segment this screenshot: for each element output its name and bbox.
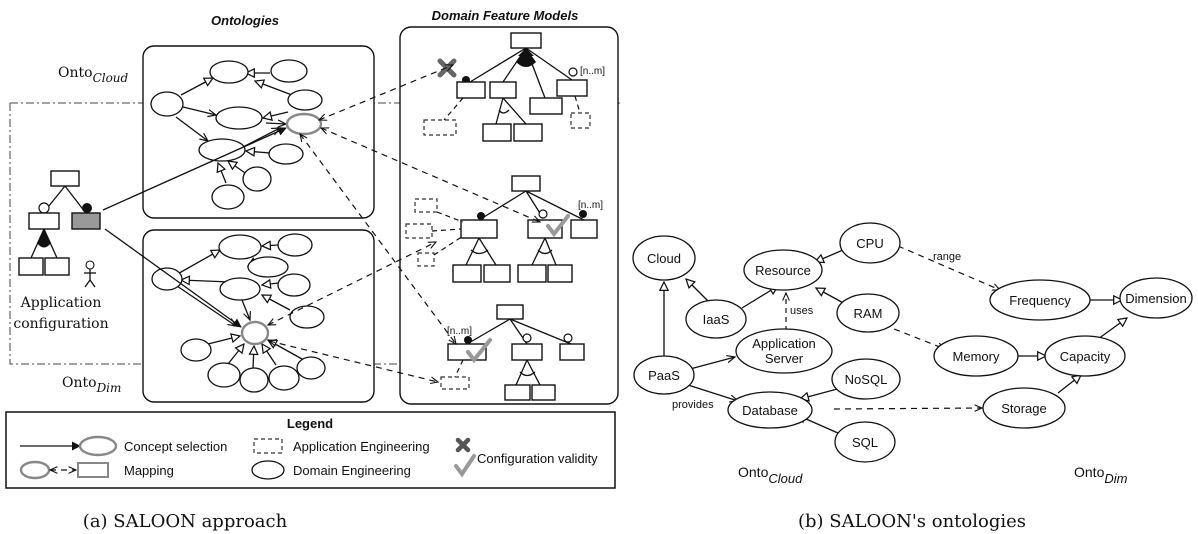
domain-feature-models-title: Domain Feature Models <box>432 8 579 23</box>
onto-cloud-label: OntoCloud <box>58 65 129 85</box>
panel-a-saloon-approach: Ontologies Domain Feature Models OntoClo… <box>5 8 620 532</box>
legend-title: Legend <box>287 416 333 431</box>
application-configuration-model: Application configuration <box>13 170 109 332</box>
svg-text:Server: Server <box>765 351 804 366</box>
legend-mapping: Mapping <box>124 463 174 478</box>
panel-b-onto-cloud-label: OntoCloud <box>738 464 803 486</box>
node-dimension: Dimension <box>1119 277 1193 319</box>
svg-text:Resource: Resource <box>755 263 811 278</box>
node-memory: Memory <box>933 335 1019 377</box>
edge-label-provides: provides <box>672 399 714 411</box>
feature-model-3: [n..m] <box>440 304 585 401</box>
caption-a: (a) SALOON approach <box>83 511 288 532</box>
user-actor-icon <box>84 260 96 288</box>
cardinality-label-2: [n..m] <box>578 200 603 211</box>
valid-check-icon-1 <box>546 214 570 238</box>
svg-text:Capacity: Capacity <box>1060 349 1111 364</box>
node-application-server: Application Server <box>735 328 833 374</box>
legend-check-icon <box>454 454 476 478</box>
cardinality-label-3: [n..m] <box>447 326 472 337</box>
cardinality-label-1: [n..m] <box>580 66 605 77</box>
svg-text:RAM: RAM <box>854 306 883 321</box>
edge-label-uses: uses <box>790 305 814 317</box>
svg-text:Application: Application <box>752 336 816 351</box>
node-cloud: Cloud <box>632 235 696 281</box>
svg-text:Storage: Storage <box>1001 401 1047 416</box>
svg-text:Memory: Memory <box>953 349 1000 364</box>
onto-cloud-box <box>142 45 375 219</box>
edge-label-range: range <box>933 251 961 263</box>
node-nosql: NoSQL <box>831 358 901 400</box>
node-paas: PaaS <box>633 355 695 395</box>
valid-check-icon-2 <box>466 338 492 364</box>
svg-text:SQL: SQL <box>852 435 878 450</box>
svg-text:IaaS: IaaS <box>703 312 730 327</box>
node-sql: SQL <box>834 421 896 463</box>
app-config-label-line1: Application <box>20 295 102 311</box>
svg-text:CPU: CPU <box>856 236 883 251</box>
node-storage: Storage <box>982 387 1066 429</box>
svg-text:Dimension: Dimension <box>1125 291 1186 306</box>
panel-b-onto-dim-label: OntoDim <box>1074 464 1128 486</box>
onto-cloud-graph <box>150 59 323 210</box>
svg-text:PaaS: PaaS <box>648 368 680 383</box>
caption-b: (b) SALOON's ontologies <box>798 511 1026 532</box>
legend-configuration-validity: Configuration validity <box>477 451 598 466</box>
node-capacity: Capacity <box>1044 335 1126 377</box>
panel-b-saloon-ontologies: Cloud Resource CPU IaaS RAM Application … <box>632 222 1193 532</box>
node-resource: Resource <box>743 249 823 291</box>
onto-dim-label: OntoDim <box>62 375 121 395</box>
node-iaas: IaaS <box>685 299 747 339</box>
svg-text:Cloud: Cloud <box>647 251 681 266</box>
svg-text:NoSQL: NoSQL <box>845 372 888 387</box>
app-config-label-line2: configuration <box>13 316 108 332</box>
legend: Legend Concept selection Mapping Applica… <box>5 411 616 489</box>
node-frequency: Frequency <box>989 279 1091 321</box>
legend-cross-icon <box>455 437 471 453</box>
legend-concept-selection: Concept selection <box>124 439 227 454</box>
node-ram: RAM <box>836 293 900 333</box>
svg-text:Frequency: Frequency <box>1009 293 1071 308</box>
legend-application-engineering: Application Engineering <box>293 439 430 454</box>
node-database: Database <box>727 391 813 429</box>
node-cpu: CPU <box>839 222 901 264</box>
ontologies-title: Ontologies <box>211 13 279 28</box>
legend-domain-engineering: Domain Engineering <box>293 463 411 478</box>
svg-text:Database: Database <box>742 403 798 418</box>
